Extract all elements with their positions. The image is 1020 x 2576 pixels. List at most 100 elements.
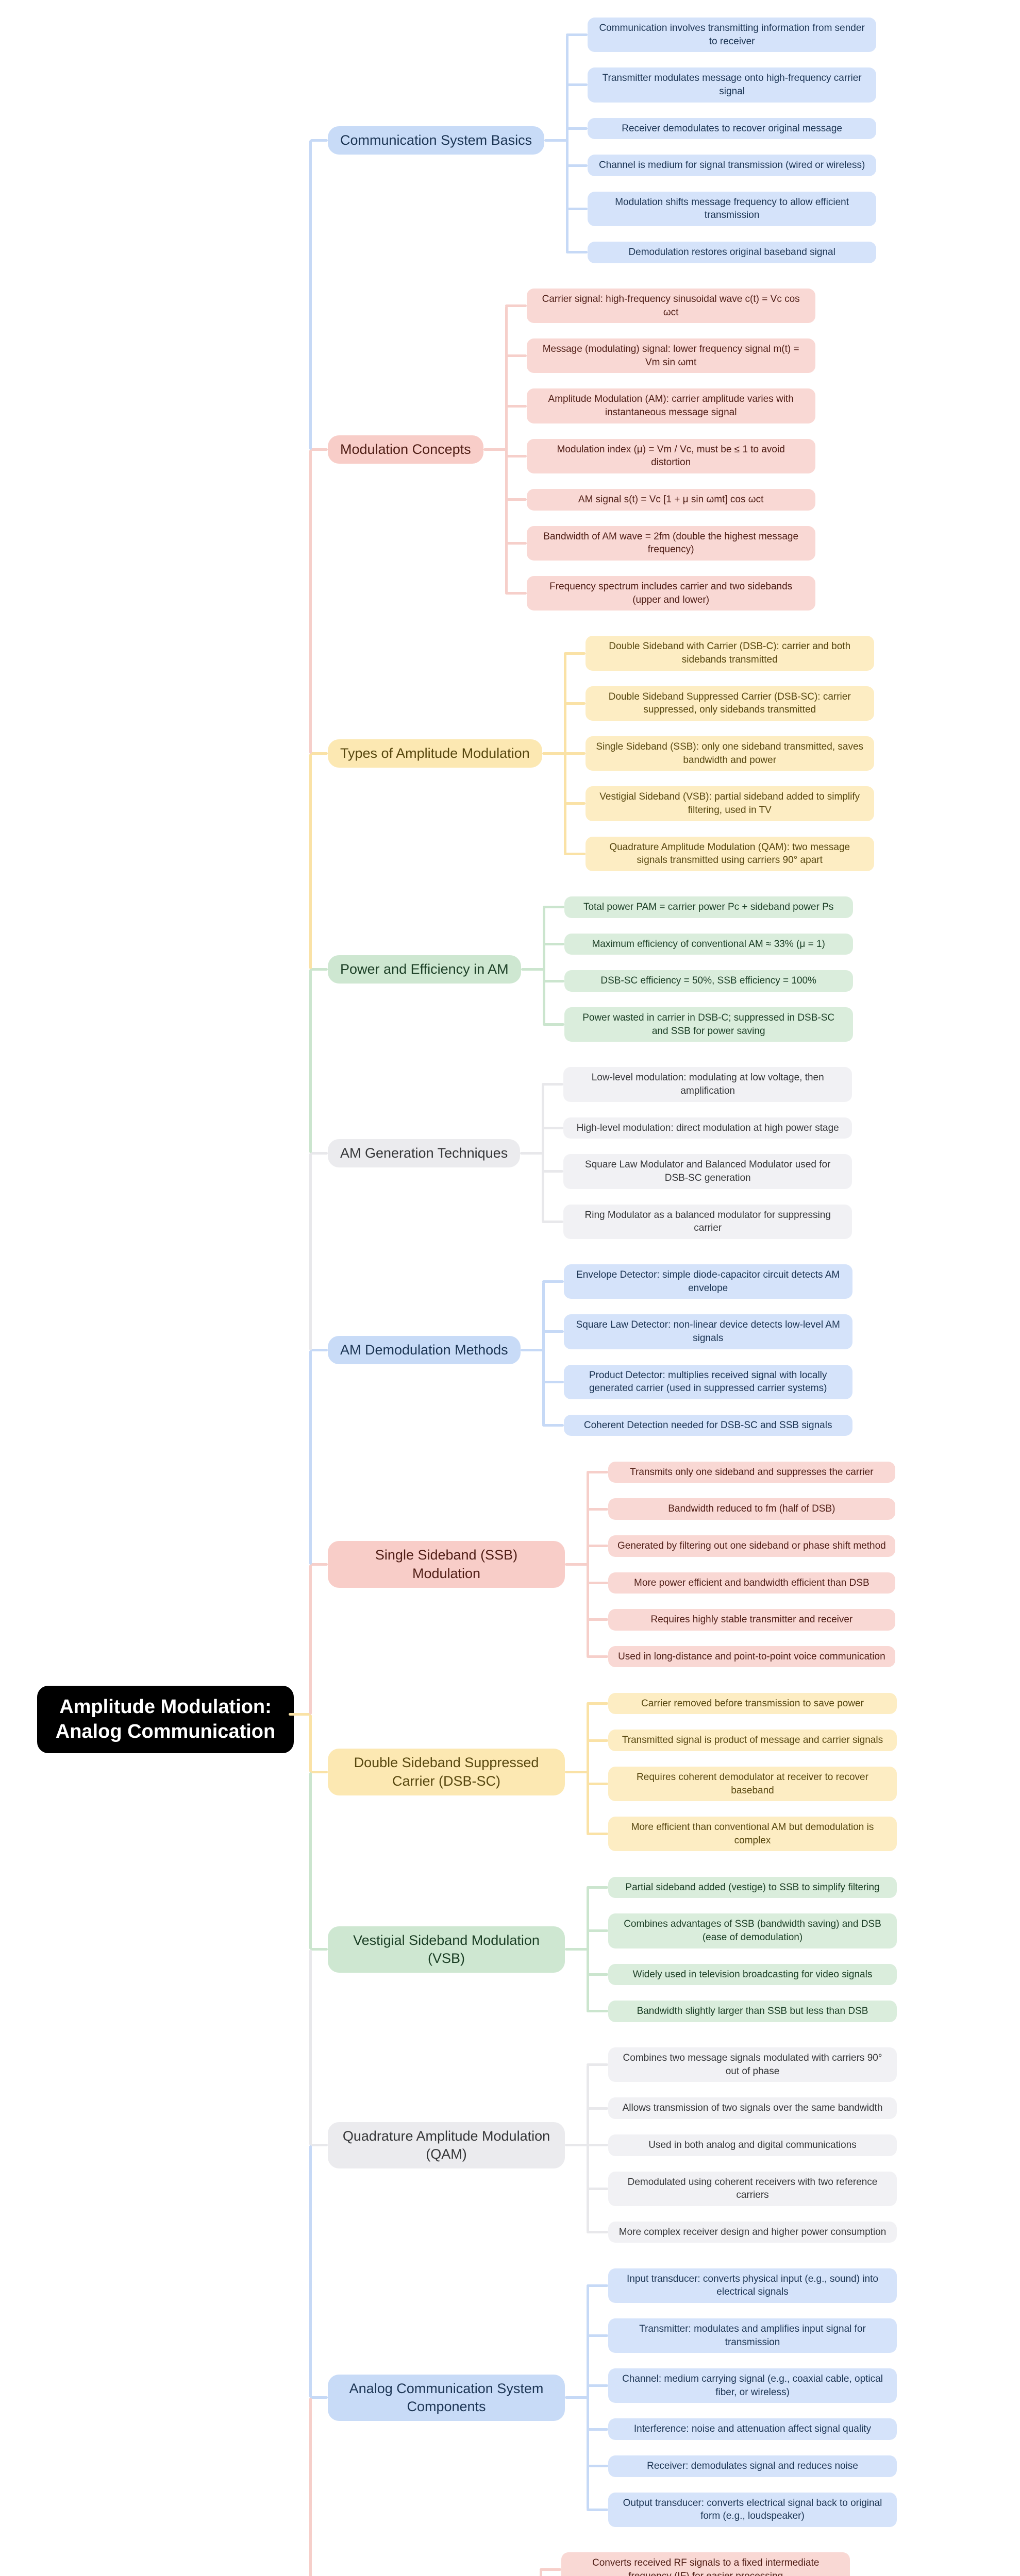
branch-types-of-amplitude-modulation: Types of Amplitude Modulation Double Side… <box>310 636 1011 871</box>
branch-leaves: Carrier signal: high-frequency sinusoida… <box>505 288 815 611</box>
connector-line <box>565 1563 589 1566</box>
branch-single-sideband-ssb-modulation: Single Sideband (SSB) Modulation Transmit… <box>310 1461 1011 1668</box>
leaf-node: More complex receiver design and higher … <box>587 2221 897 2243</box>
connector-line <box>542 752 566 755</box>
leaf-node: Coherent Detection needed for DSB-SC and… <box>542 1414 852 1436</box>
connector-line <box>309 969 312 1154</box>
branch-label: AM Generation Techniques <box>310 1139 521 1167</box>
connector-line <box>565 1948 589 1951</box>
leaf-node: Demodulation restores original baseband … <box>566 242 877 263</box>
connector-line <box>544 139 569 142</box>
leaf-node: Modulation index (μ) = Vm / Vc, must be … <box>505 438 815 474</box>
leaf-node: Single Sideband (SSB): only one sideband… <box>563 736 874 771</box>
leaf-node: Interference: noise and attenuation affe… <box>587 2418 897 2441</box>
branch-label: Vestigial Sideband Modulation (VSB) <box>310 1926 565 1973</box>
connector-line <box>540 2569 543 2576</box>
leaf-node: Square Law Detector: non-linear device d… <box>542 1314 852 1349</box>
branch-leaves: Communication involves transmitting info… <box>566 18 877 263</box>
branch-leaves: Input transducer: converts physical inpu… <box>587 2268 897 2528</box>
branch-leaves: Envelope Detector: simple diode-capacito… <box>542 1264 852 1436</box>
connector-line <box>309 1715 312 1772</box>
leaf-node: Bandwidth slightly larger than SSB but l… <box>587 2001 897 2022</box>
connector-line <box>587 1703 589 1834</box>
connector-line <box>565 1771 589 1774</box>
leaf-node: Combines advantages of SSB (bandwidth sa… <box>587 1913 897 1948</box>
connector-line <box>309 140 312 450</box>
leaf-node: Quadrature Amplitude Modulation (QAM): t… <box>563 836 874 871</box>
connector-line <box>565 2396 589 2399</box>
connector-line <box>566 35 569 252</box>
leaf-node: More power efficient and bandwidth effic… <box>587 1572 895 1594</box>
leaf-node: Double Sideband with Carrier (DSB-C): ca… <box>563 636 874 671</box>
leaf-node: Ring Modulator as a balanced modulator f… <box>542 1204 852 1239</box>
branch-leaves: Converts received RF signals to a fixed … <box>540 2552 850 2576</box>
leaf-node: Product Detector: multiplies received si… <box>542 1364 852 1399</box>
leaf-node: Used in both analog and digital communic… <box>587 2134 897 2156</box>
leaf-node: Generated by filtering out one sideband … <box>587 1535 895 1557</box>
branch-quadrature-amplitude-modulation-qam: Quadrature Amplitude Modulation (QAM) Com… <box>310 2047 1011 2243</box>
leaf-node: Transmitter: modulates and amplifies inp… <box>587 2318 897 2353</box>
branch-leaves: Low-level modulation: modulating at low … <box>542 1067 852 1239</box>
leaf-node: Widely used in television broadcasting f… <box>587 1963 897 1986</box>
connector-line <box>309 1949 312 2145</box>
leaf-node: Receiver demodulates to recover original… <box>566 117 877 140</box>
connector-line <box>483 448 508 451</box>
branch-leaves: Double Sideband with Carrier (DSB-C): ca… <box>563 636 874 871</box>
leaf-node: Modulation shifts message frequency to a… <box>566 191 877 227</box>
leaf-node: Message (modulating) signal: lower frequ… <box>505 338 815 374</box>
leaf-node: Vestigial Sideband (VSB): partial sideba… <box>563 786 874 821</box>
branch-label: Single Sideband (SSB) Modulation <box>310 1541 565 1588</box>
branch-label: Types of Amplitude Modulation <box>310 739 542 768</box>
connector-line <box>587 2064 589 2232</box>
branch-vestigial-sideband-modulation-vsb: Vestigial Sideband Modulation (VSB) Parti… <box>310 1876 1011 2022</box>
connector-line <box>309 753 312 970</box>
leaf-node: Communication involves transmitting info… <box>566 18 877 53</box>
branch-label: Power and Efficiency in AM <box>310 955 521 984</box>
leaf-node: Transmitter modulates message onto high-… <box>566 67 877 103</box>
branch-leaves: Total power PAM = carrier power Pc + sid… <box>542 896 853 1042</box>
leaf-node: More efficient than conventional AM but … <box>587 1817 897 1852</box>
leaf-node: Partial sideband added (vestige) to SSB … <box>587 1876 897 1899</box>
connector-line <box>542 907 545 1025</box>
leaf-node: Used in long-distance and point-to-point… <box>587 1646 895 1668</box>
leaf-node: Converts received RF signals to a fixed … <box>540 2552 850 2576</box>
leaf-node: Low-level modulation: modulating at low … <box>542 1067 852 1102</box>
central-topic-node: Amplitude Modulation: Analog Communicati… <box>37 1686 294 1753</box>
connector-line <box>309 1350 312 1565</box>
leaf-node: Requires highly stable transmitter and r… <box>587 1609 895 1631</box>
connector-line <box>309 2145 312 2398</box>
connector-line <box>309 1564 312 1715</box>
branch-label: Communication System Basics <box>310 126 545 155</box>
connector-line <box>520 1151 545 1155</box>
connector-line <box>521 968 545 971</box>
leaf-node: Combines two message signals modulated w… <box>587 2047 897 2082</box>
branch-superheterodyne-receiver: Superheterodyne ReceiverConverts receive… <box>310 2552 1011 2576</box>
leaf-node: Allows transmission of two signals over … <box>587 2097 897 2119</box>
leaf-node: DSB-SC efficiency = 50%, SSB efficiency … <box>542 970 853 992</box>
connector-line <box>542 1281 545 1426</box>
leaf-node: AM signal s(t) = Vc [1 + μ sin ωmt] cos … <box>505 489 815 511</box>
branch-label: Quadrature Amplitude Modulation (QAM) <box>310 2122 565 2168</box>
leaf-node: Total power PAM = carrier power Pc + sid… <box>542 896 853 918</box>
leaf-node: Carrier removed before transmission to s… <box>587 1692 897 1715</box>
leaf-node: Bandwidth reduced to fm (half of DSB) <box>587 1498 895 1520</box>
leaf-node: Transmits only one sideband and suppress… <box>587 1461 895 1483</box>
leaf-node: Transmitted signal is product of message… <box>587 1730 897 1751</box>
leaf-node: Receiver: demodulates signal and reduces… <box>587 2455 897 2477</box>
leaf-node: Carrier signal: high-frequency sinusoida… <box>505 288 815 324</box>
branch-leaves: Partial sideband added (vestige) to SSB … <box>587 1876 897 2022</box>
connector-line <box>309 2397 312 2576</box>
leaf-node: Double Sideband Suppressed Carrier (DSB-… <box>563 686 874 721</box>
leaf-node: Channel is medium for signal transmissio… <box>566 155 877 176</box>
connector-line <box>565 2144 589 2147</box>
leaf-node: Frequency spectrum includes carrier and … <box>505 575 815 611</box>
branch-label: Analog Communication System Components <box>310 2374 565 2421</box>
connector-line <box>520 1349 545 1352</box>
leaf-node: Output transducer: converts electrical s… <box>587 2492 897 2528</box>
leaf-node: Square Law Modulator and Balanced Modula… <box>542 1154 852 1189</box>
connector-line <box>309 449 312 754</box>
branch-label: Double Sideband Suppressed Carrier (DSB-… <box>310 1749 565 1795</box>
